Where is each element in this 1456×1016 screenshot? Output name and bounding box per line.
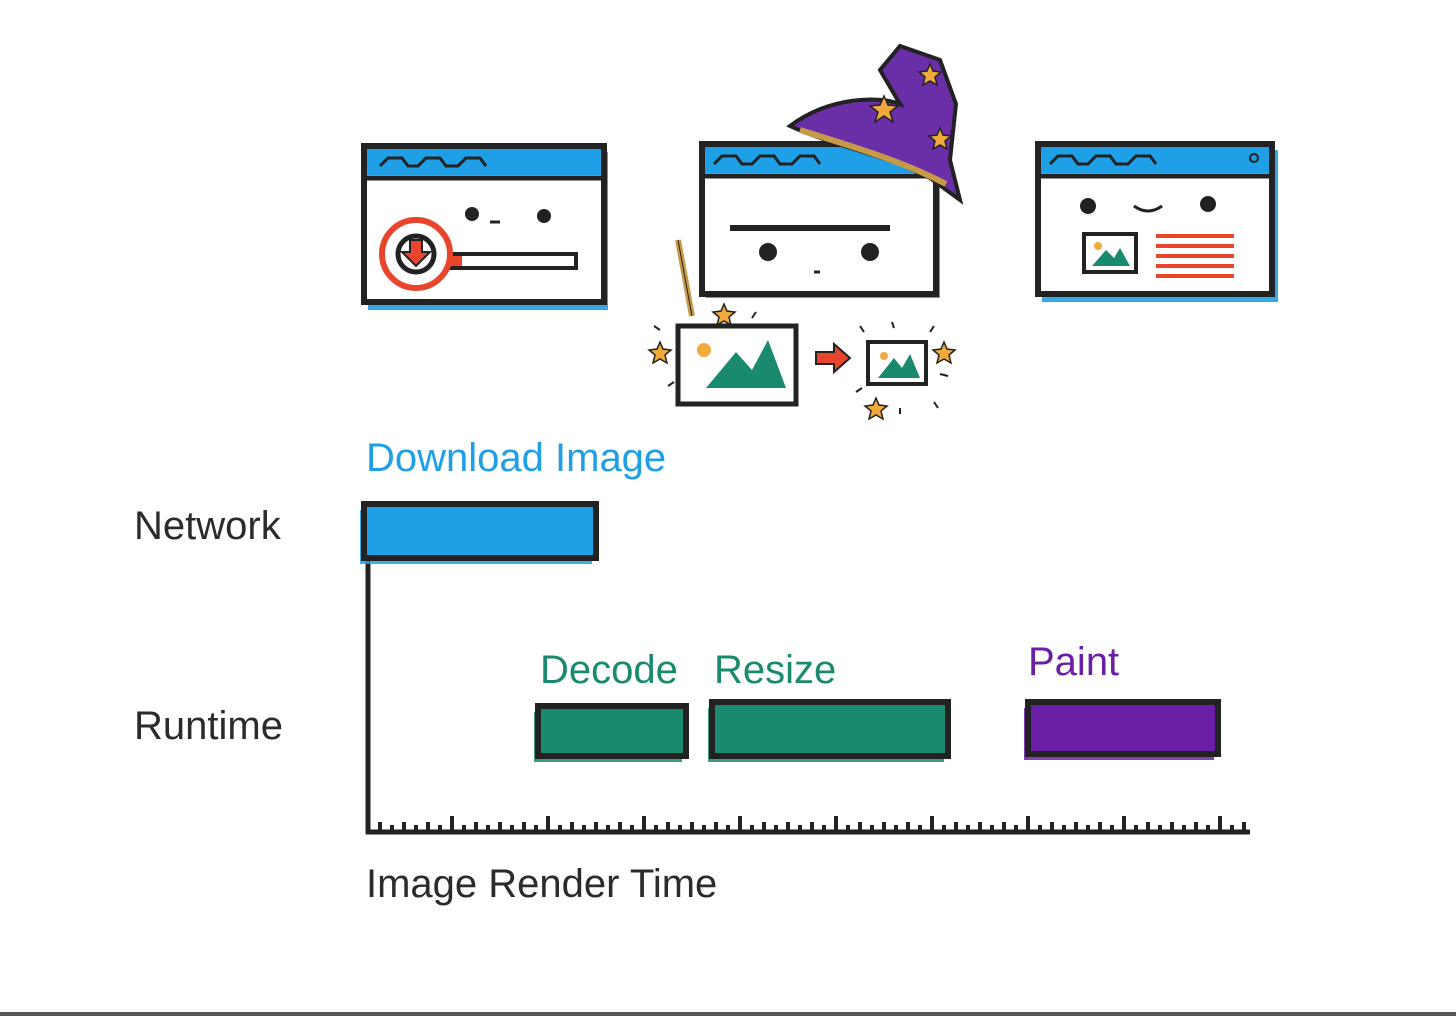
bottom-divider	[0, 1012, 1456, 1016]
task-bars	[360, 501, 1221, 762]
wizard-hat-icon	[786, 43, 964, 205]
task-bar-resize	[709, 699, 951, 759]
task-label-download: Download Image	[366, 436, 667, 480]
task-label-resize: Resize	[714, 648, 837, 692]
task-bar-paint	[1025, 699, 1221, 757]
row-label-runtime: Runtime	[134, 704, 283, 748]
time-axis-ticks	[378, 816, 1246, 832]
image-large-icon	[675, 323, 799, 407]
task-bar-decode	[535, 703, 689, 759]
task-bar-download	[361, 501, 599, 561]
download-icon	[379, 217, 453, 291]
browser-processing	[647, 43, 964, 421]
image-icon	[1082, 232, 1138, 274]
axis-title: Image Render Time	[366, 862, 718, 906]
task-label-paint: Paint	[1028, 640, 1120, 684]
image-small-icon	[866, 340, 928, 386]
browser-downloading	[361, 143, 608, 310]
row-label-network: Network	[134, 504, 281, 548]
browser-rendered	[1035, 141, 1278, 302]
task-label-decode: Decode	[540, 648, 678, 692]
